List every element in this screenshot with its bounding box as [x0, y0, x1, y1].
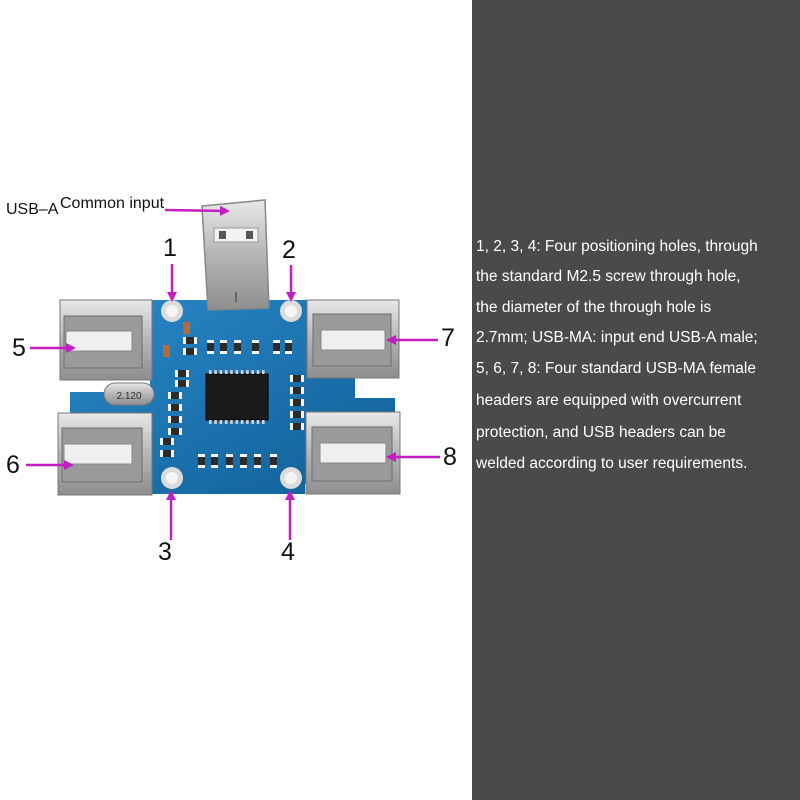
description-line-8: welded according to user requirements. [476, 455, 748, 472]
crystal-oscillator: 2.120 [103, 382, 155, 406]
description-panel: 1, 2, 3, 4: Four positioning holes, thro… [472, 0, 800, 800]
crystal-marking: 2.120 [116, 391, 141, 402]
smd-components [160, 322, 304, 468]
usb-female-port-8 [305, 411, 401, 495]
description-line-4: 2.7mm; USB-MA: input end USB-A male; [476, 329, 758, 346]
hole-label-4: 4 [281, 538, 295, 566]
usb-female-port-7 [306, 299, 400, 379]
port-label-7: 7 [441, 324, 455, 352]
annotation-arrows [26, 205, 440, 540]
port-label-5: 5 [12, 334, 26, 362]
hole-label-1: 1 [163, 234, 177, 262]
mounting-holes [161, 300, 302, 489]
port-label-6: 6 [6, 451, 20, 479]
usb-a-male-connector [201, 199, 270, 311]
usb-female-port-5 [59, 299, 153, 381]
common-input-label: Common input [60, 195, 165, 212]
hole-label-2: 2 [282, 236, 296, 264]
usb-hub-board-photo: 2.120 [26, 199, 440, 540]
description-text: 1, 2, 3, 4: Four positioning holes, thro… [472, 0, 800, 800]
description-line-5: 5, 6, 7, 8: Four standard USB-MA female [476, 360, 756, 377]
description-line-7: protection, and USB headers can be [476, 424, 726, 441]
hole-2 [285, 305, 297, 317]
description-line-1: 1, 2, 3, 4: Four positioning holes, thro… [476, 238, 758, 255]
photo-area: 2.120 USB–A Common input 1 2 3 4 5 6 7 8 [6, 195, 457, 566]
hub-controller-chip [205, 370, 269, 424]
description-line-2: the standard M2.5 screw through hole, [476, 268, 741, 285]
port-label-8: 8 [443, 443, 457, 471]
usb-female-port-6 [57, 412, 153, 496]
usb-a-label: USB–A [6, 201, 59, 218]
hole-label-3: 3 [158, 538, 172, 566]
arrow-usb-a [164, 205, 230, 216]
description-line-6: headers are equipped with overcurrent [476, 392, 742, 409]
description-line-3: the diameter of the through hole is [476, 299, 712, 316]
hole-1 [166, 305, 178, 317]
hole-3 [166, 472, 178, 484]
hole-4 [285, 472, 297, 484]
